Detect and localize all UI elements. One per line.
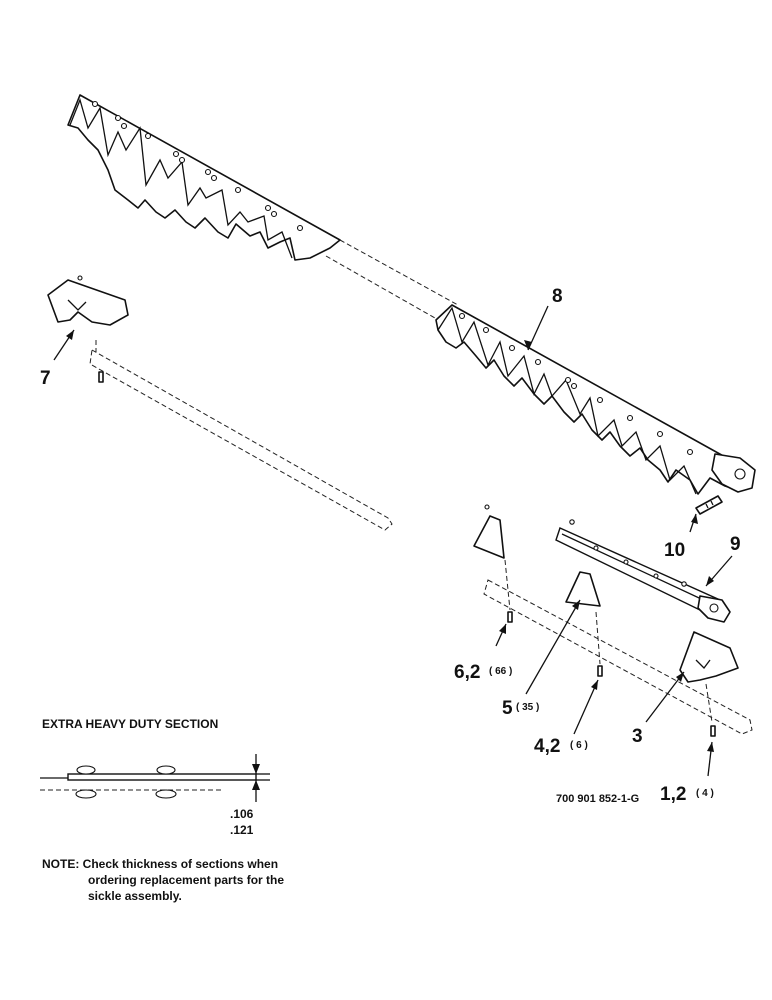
guard-bar-dashed-lower (483, 579, 753, 735)
callout-5: 5 (502, 698, 513, 719)
knife-section-part-6 (473, 504, 511, 611)
note-line-3: sickle assembly. (88, 889, 182, 903)
callout-10: 10 (664, 540, 685, 561)
callout-1-2-quantity: ( 4 ) (696, 788, 714, 799)
detail-heading: EXTRA HEAVY DUTY SECTION (42, 717, 218, 731)
callout-6-2: 6,2 (454, 662, 480, 683)
note-line-2: ordering replacement parts for the (88, 873, 284, 887)
leader-lines (53, 305, 733, 777)
callout-8: 8 (552, 286, 563, 307)
callout-9: 9 (730, 534, 741, 555)
sickle-back-bar-part-9 (555, 519, 731, 623)
callout-1-2: 1,2 (660, 784, 686, 805)
callout-7: 7 (40, 368, 51, 389)
rivet-small-left (98, 371, 104, 383)
sickle-upper-segment (67, 94, 341, 261)
knife-section-part-3 (679, 631, 739, 723)
knife-section-part-7 (47, 275, 129, 326)
dimension-top: .106 (230, 807, 254, 821)
section-thickness-detail (40, 754, 270, 802)
callout-5-quantity: ( 35 ) (516, 702, 539, 713)
callout-6-2-quantity: ( 66 ) (489, 666, 512, 677)
rivets-lower (507, 611, 716, 737)
knife-section-part-5 (565, 571, 601, 665)
callout-4-2-quantity: ( 6 ) (570, 740, 588, 751)
bolt-part-10 (695, 495, 723, 515)
dimension-bottom: .121 (230, 823, 254, 837)
sickle-continuation-dashed (325, 239, 459, 323)
figure-number: 700 901 852-1-G (556, 793, 639, 805)
sickle-bar-dashed (89, 340, 393, 531)
callout-4-2: 4,2 (534, 736, 560, 757)
callout-3: 3 (632, 726, 643, 747)
note-line-1: NOTE: Check thickness of sections when (42, 857, 278, 871)
sickle-lower-segment (435, 304, 756, 495)
